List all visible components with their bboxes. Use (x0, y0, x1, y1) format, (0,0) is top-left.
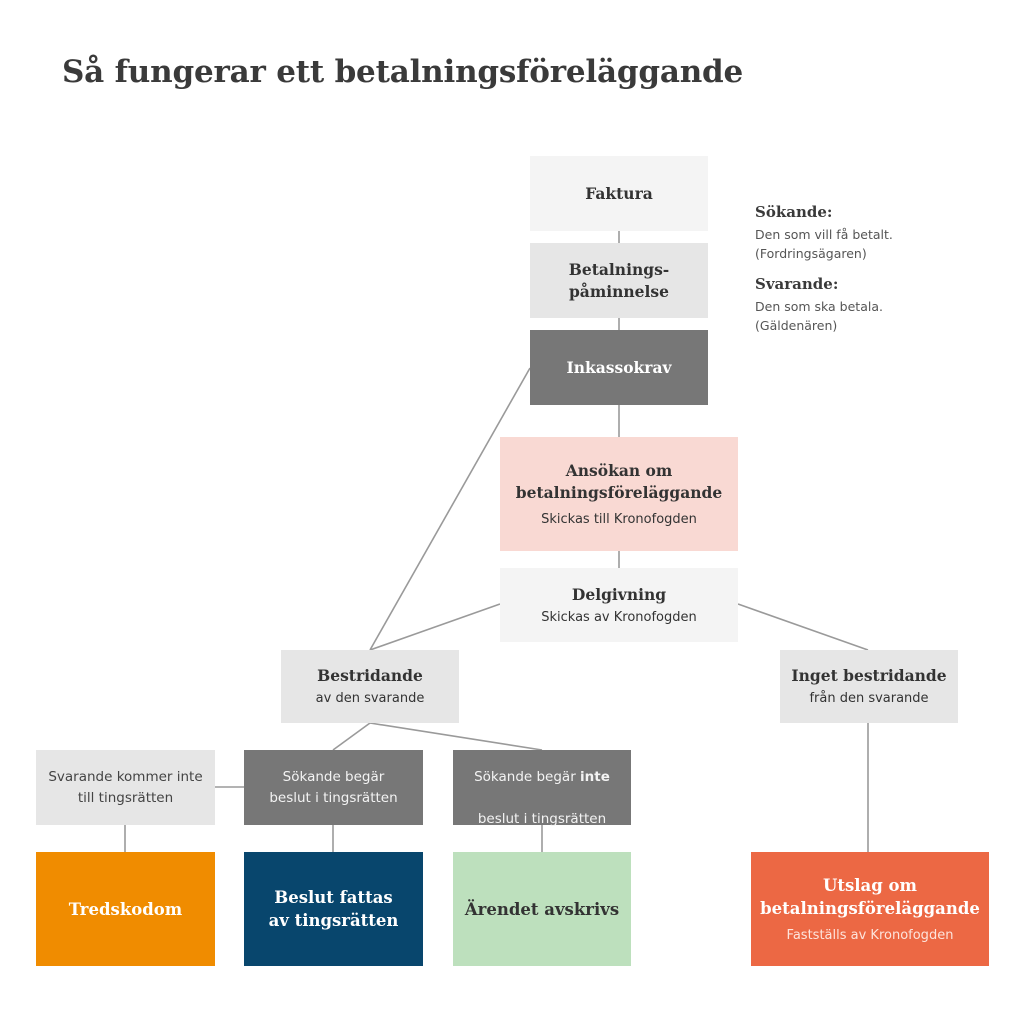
connector-delgivning-bestridande (369, 603, 501, 651)
node-betalningspaminnelse: Betalnings- påminnelse (530, 243, 708, 318)
node-bestridande-subtitle: av den svarande (315, 691, 425, 706)
node-sokande-begar-inte-emphasis: inte (580, 768, 610, 785)
node-beslut-fattas: Beslut fattas av tingsrätten (244, 852, 423, 966)
node-utslag-subtitle: Fastställs av Kronofogden (786, 927, 954, 943)
node-sokande-begar: Sökande begär beslut i tingsrätten (244, 750, 423, 825)
legend-item-svarande: Svarande: Den som ska betala. (Gäldenäre… (755, 275, 945, 335)
node-inkassokrav: Inkassokrav (530, 330, 708, 405)
legend-description: Den som vill få betalt. (Fordringsägaren… (755, 227, 893, 261)
node-utslag: Utslag om betalningsföreläggande Faststä… (751, 852, 989, 966)
connector-delgivning-inget-bestridande (737, 603, 869, 651)
node-tredskodom: Tredskodom (36, 852, 215, 966)
node-ansokan-title: Ansökan om betalningsföreläggande (515, 460, 723, 502)
connector-bestridande-sokande-begar (332, 722, 371, 751)
node-inget-bestridande-subtitle: från den svarande (809, 691, 929, 706)
node-delgivning: Delgivning Skickas av Kronofogden (500, 568, 738, 642)
legend-description: Den som ska betala. (Gäldenären) (755, 299, 883, 333)
node-betalningspaminnelse-title: Betalnings- påminnelse (568, 259, 670, 301)
node-sokande-begar-inte-line2: beslut i tingsrätten (477, 810, 607, 827)
node-faktura: Faktura (530, 156, 708, 231)
node-sokande-begar-inte: Sökande begär inte beslut i tingsrätten (453, 750, 631, 827)
node-svarande-kommer-inte: Svarande kommer inte till tingsrätten (36, 750, 215, 825)
node-arendet-avskrivs: Ärendet avskrivs (453, 852, 631, 966)
node-bestridande-title: Bestridande (317, 666, 423, 685)
legend-item-sokande: Sökande: Den som vill få betalt. (Fordri… (755, 203, 945, 263)
node-ansokan-subtitle: Skickas till Kronofogden (541, 511, 697, 527)
node-utslag-title: Utslag om betalningsföreläggande (760, 875, 980, 918)
node-beslut-fattas-title: Beslut fattas av tingsrätten (268, 888, 399, 930)
page-title: Så fungerar ett betalningsföreläggande (62, 54, 744, 90)
legend: Sökande: Den som vill få betalt. (Fordri… (755, 203, 945, 347)
node-sokande-begar-inte-text: Sökande begär inte beslut i tingsrätten (474, 746, 610, 830)
node-sokande-begar-text: Sökande begär beslut i tingsrätten (269, 768, 398, 806)
node-inkassokrav-title: Inkassokrav (566, 357, 672, 377)
node-inget-bestridande-title: Inget bestridande (791, 666, 947, 685)
connector-bestridande-sokande-begar-inte (369, 722, 543, 751)
node-bestridande: Bestridande av den svarande (281, 650, 459, 723)
legend-term: Svarande: (755, 275, 839, 293)
node-tredskodom-title: Tredskodom (68, 899, 183, 919)
node-sokande-begar-inte-prefix: Sökande begär (474, 768, 581, 785)
node-delgivning-subtitle: Skickas av Kronofogden (541, 609, 697, 625)
node-inget-bestridande: Inget bestridande från den svarande (780, 650, 958, 723)
connector-inkasso-bestridande (369, 367, 531, 651)
legend-term: Sökande: (755, 203, 833, 221)
connector-lines (124, 231, 869, 852)
node-delgivning-title: Delgivning (571, 584, 667, 604)
node-arendet-avskrivs-title: Ärendet avskrivs (464, 899, 620, 919)
node-ansokan: Ansökan om betalningsföreläggande Skicka… (500, 437, 738, 551)
node-svarande-kommer-inte-text: Svarande kommer inte till tingsrätten (48, 768, 203, 806)
node-faktura-title: Faktura (585, 183, 653, 203)
